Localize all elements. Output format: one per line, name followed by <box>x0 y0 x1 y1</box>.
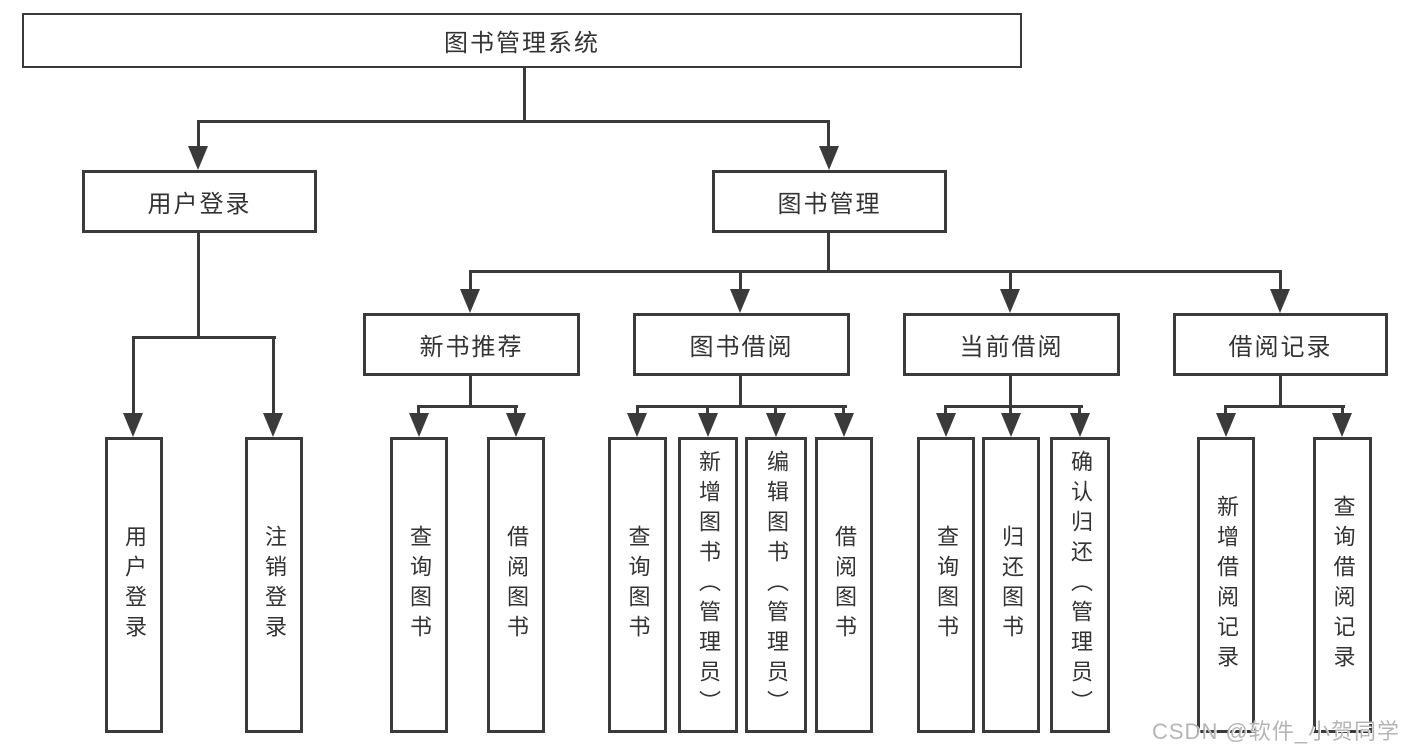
connector-line <box>636 405 639 415</box>
connector-line <box>417 405 420 415</box>
arrow-down-icon <box>1001 413 1021 437</box>
connector-line <box>1279 376 1282 405</box>
arrow-down-icon <box>936 413 956 437</box>
arrow-down-icon <box>409 413 429 437</box>
leaf-logout-label: 注销登录 <box>262 525 287 645</box>
leaf-query-books-current: 查询图书 <box>917 437 975 733</box>
connector-line <box>523 68 526 120</box>
leaf-add-borrow-record: 新增借阅记录 <box>1197 437 1255 733</box>
leaf-user-login: 用户登录 <box>105 437 163 733</box>
connector-line <box>1279 270 1282 291</box>
node-book-management: 图书管理 <box>712 170 947 233</box>
arrow-down-icon <box>766 413 786 437</box>
node-current-borrow-label: 当前借阅 <box>959 334 1064 361</box>
connector-line <box>272 336 275 415</box>
arrow-down-icon <box>1270 289 1290 313</box>
connector-line <box>842 405 845 415</box>
arrow-down-icon <box>819 146 839 170</box>
arrow-down-icon <box>730 289 750 313</box>
arrow-down-icon <box>123 413 143 437</box>
leaf-query-books-recommend: 查询图书 <box>390 437 448 733</box>
leaf-logout: 注销登录 <box>245 437 303 733</box>
leaf-confirm-return-admin-label: 确认归还（管理员） <box>1068 450 1093 720</box>
node-book-borrow-label: 图书借阅 <box>689 334 794 361</box>
connector-line <box>1009 270 1012 291</box>
node-root-label: 图书管理系统 <box>444 30 600 57</box>
connector-line <box>469 376 472 405</box>
node-book-borrow: 图书借阅 <box>633 313 850 376</box>
arrow-down-icon <box>460 289 480 313</box>
node-current-borrow: 当前借阅 <box>903 313 1120 376</box>
node-borrow-records: 借阅记录 <box>1173 313 1388 376</box>
leaf-query-borrow-record: 查询借阅记录 <box>1313 437 1372 733</box>
leaf-query-books-borrow-label: 查询图书 <box>625 525 651 645</box>
connector-line <box>197 120 830 123</box>
arrow-down-icon <box>1216 413 1236 437</box>
connector-line <box>944 405 947 415</box>
connector-line <box>132 336 135 415</box>
connector-line <box>1009 376 1012 405</box>
connector-line <box>132 336 276 339</box>
arrow-down-icon <box>188 146 208 170</box>
leaf-query-books-recommend-label: 查询图书 <box>407 525 432 645</box>
leaf-query-books-borrow: 查询图书 <box>608 437 667 733</box>
node-book-management-label: 图书管理 <box>777 191 882 218</box>
arrow-down-icon <box>627 413 647 437</box>
csdn-watermark: CSDN @软件_小贺同学 <box>1152 719 1401 744</box>
arrow-down-icon <box>1070 413 1090 437</box>
connector-line <box>417 405 518 408</box>
connector-line <box>1224 405 1345 408</box>
leaf-user-login-label: 用户登录 <box>122 525 147 645</box>
node-user-login-label: 用户登录 <box>147 191 252 218</box>
leaf-borrow-books-recommend-label: 借阅图书 <box>504 525 529 645</box>
connector-line <box>827 120 830 148</box>
connector-line <box>197 233 200 336</box>
leaf-borrow-books-recommend: 借阅图书 <box>487 437 545 733</box>
connector-line <box>1009 405 1012 415</box>
connector-line <box>827 233 830 270</box>
leaf-edit-book-admin: 编辑图书（管理员） <box>745 437 807 733</box>
leaf-borrow-books: 借阅图书 <box>815 437 873 733</box>
connector-line <box>197 120 200 148</box>
connector-line <box>706 405 709 415</box>
leaf-borrow-books-label: 借阅图书 <box>832 525 857 645</box>
arrow-down-icon <box>1000 289 1020 313</box>
connector-line <box>739 376 742 405</box>
node-root: 图书管理系统 <box>22 13 1022 68</box>
connector-line <box>1341 405 1344 415</box>
connector-line <box>944 405 1083 408</box>
arrow-down-icon <box>1332 413 1352 437</box>
node-new-book-recommend-label: 新书推荐 <box>419 334 524 361</box>
leaf-query-borrow-record-label: 查询借阅记录 <box>1330 495 1356 675</box>
connector-line <box>514 405 517 415</box>
node-new-book-recommend: 新书推荐 <box>363 313 580 376</box>
leaf-add-borrow-record-label: 新增借阅记录 <box>1214 495 1239 675</box>
leaf-add-book-admin: 新增图书（管理员） <box>678 437 738 733</box>
arrow-down-icon <box>506 413 526 437</box>
node-user-login: 用户登录 <box>82 170 317 233</box>
leaf-return-book-label: 归还图书 <box>999 525 1024 645</box>
arrow-down-icon <box>834 413 854 437</box>
arrow-down-icon <box>698 413 718 437</box>
connector-line <box>1078 405 1081 415</box>
leaf-edit-book-admin-label: 编辑图书（管理员） <box>764 450 789 720</box>
connector-line <box>469 270 472 291</box>
connector-line <box>469 270 1282 273</box>
arrow-down-icon <box>263 413 283 437</box>
connector-line <box>1224 405 1227 415</box>
connector-line <box>636 405 847 408</box>
node-borrow-records-label: 借阅记录 <box>1228 334 1333 361</box>
leaf-query-books-current-label: 查询图书 <box>934 525 959 645</box>
connector-line <box>774 405 777 415</box>
leaf-add-book-admin-label: 新增图书（管理员） <box>696 450 721 720</box>
connector-line <box>739 270 742 291</box>
leaf-return-book: 归还图书 <box>982 437 1040 733</box>
leaf-confirm-return-admin: 确认归还（管理员） <box>1050 437 1110 733</box>
